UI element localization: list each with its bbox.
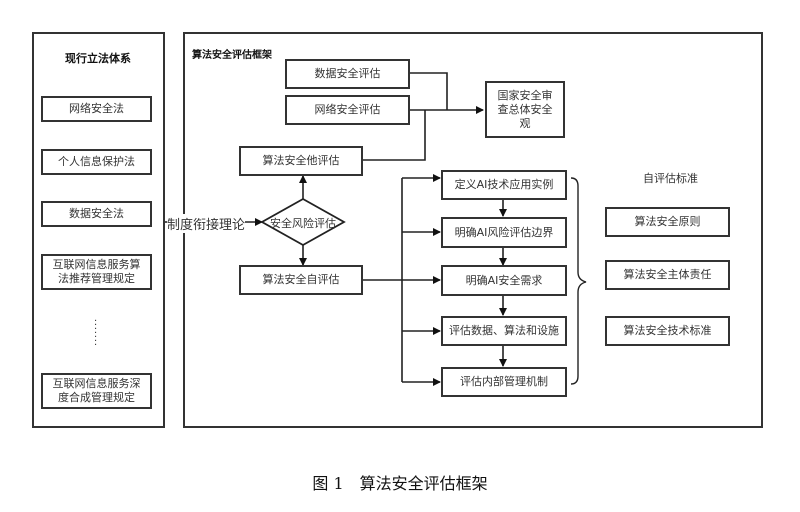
step-security-requirements: 明确AI安全需求 [441,265,567,296]
self-eval-box: 算法安全自评估 [239,265,363,295]
institutional-link-label: 制度衔接理论 [167,214,246,233]
law-personal-info: 个人信息保护法 [41,149,152,175]
standard-technical: 算法安全技术标准 [605,316,730,346]
law-data-security: 数据安全法 [41,201,152,227]
law-algorithm-recommendation: 互联网信息服务算法推荐管理规定 [41,254,152,290]
risk-eval-label: 安全风险评估 [270,217,336,230]
standard-principles: 算法安全原则 [605,207,730,237]
figure-caption: 图 1 算法安全评估框架 [312,474,488,493]
step-risk-boundary: 明确AI风险评估边界 [441,217,567,248]
legislation-title: 现行立法体系 [65,52,131,65]
step-evaluate-data-algo: 评估数据、算法和设施 [441,316,567,346]
data-security-eval-box: 数据安全评估 [285,59,410,89]
standards-title: 自评估标准 [643,172,698,185]
external-eval-box: 算法安全他评估 [239,146,363,176]
ellipsis-dots: ······· [94,316,98,351]
step-internal-management: 评估内部管理机制 [441,367,567,397]
national-security-review-box: 国家安全审查总体安全观 [485,81,565,138]
network-security-eval-box: 网络安全评估 [285,95,410,125]
framework-title: 算法安全评估框架 [192,50,272,61]
step-define-ai-instance: 定义AI技术应用实例 [441,170,567,200]
legislation-frame [32,32,165,428]
law-network-security: 网络安全法 [41,96,152,122]
law-deep-synthesis: 互联网信息服务深度合成管理规定 [41,373,152,409]
standard-subject-responsibility: 算法安全主体责任 [605,260,730,290]
